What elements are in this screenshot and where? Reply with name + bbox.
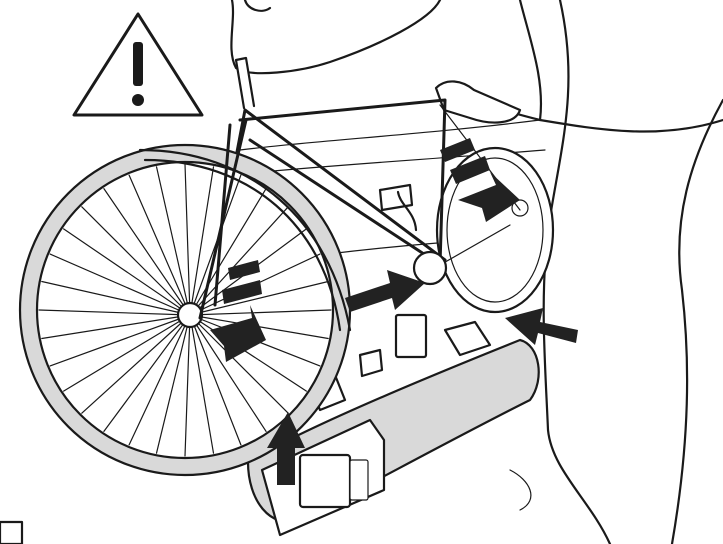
corner-page-mark — [0, 522, 22, 544]
warning-triangle-icon — [74, 14, 202, 115]
arrow-right-icon — [345, 270, 425, 312]
